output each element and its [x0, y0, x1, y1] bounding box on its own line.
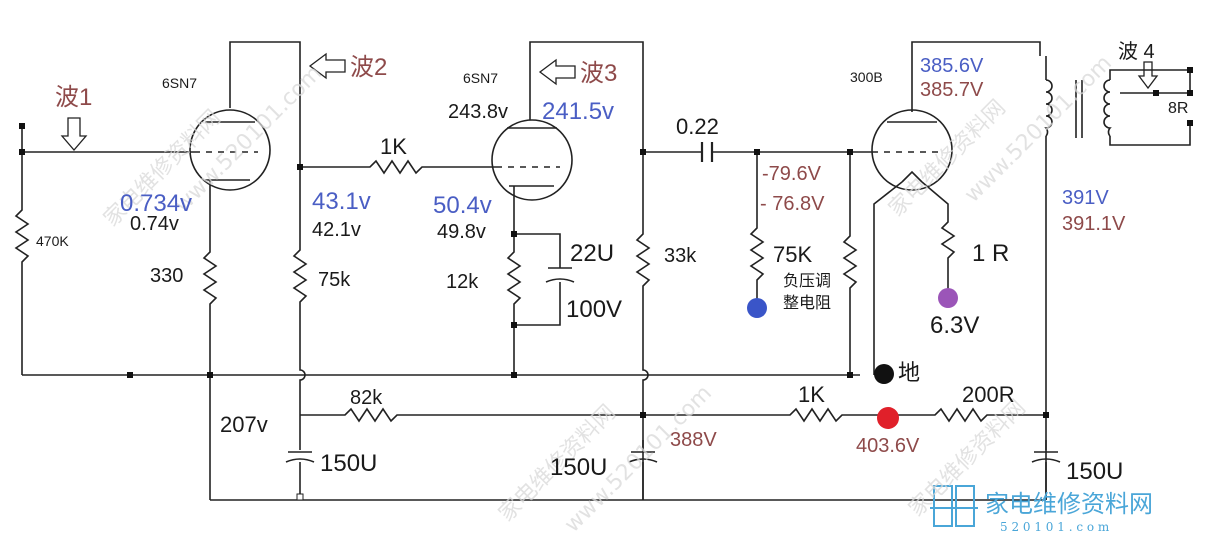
v3-plate-voltage-b: 385.7V — [920, 79, 984, 101]
v1-cathode-voltage-b: 0.74v — [130, 213, 179, 235]
resistor-75k-grid — [749, 152, 765, 304]
cap-22u-wire — [514, 233, 561, 326]
wave4-arrow — [1137, 61, 1159, 90]
tube-6sn7-2 — [491, 119, 573, 201]
resistor-75k-plate1 — [292, 167, 308, 440]
c-k2-voltage-label: 100V — [566, 296, 623, 323]
c-dec1-label: 150U — [320, 450, 378, 477]
cap-150u-1 — [285, 440, 315, 500]
wave3-label: 波3 — [580, 60, 618, 87]
fil-voltage-label: 6.3V — [930, 312, 980, 339]
v1-plate-voltage-a: 43.1v — [312, 188, 371, 215]
v2-plate-wire — [529, 41, 644, 152]
resistor-1k-series — [300, 159, 496, 175]
resistor-470k — [14, 152, 30, 375]
r-dec3-label: 200R — [962, 382, 1015, 407]
grid-voltage-a: -79.6V — [762, 163, 821, 185]
tube-v1-label: 6SN7 — [162, 75, 198, 91]
wave3-arrow — [538, 58, 576, 86]
cap-150u-2 — [628, 440, 658, 500]
v2-plate-voltage-b: 241.5v — [542, 98, 615, 125]
v2-cathode-voltage-b: 49.8v — [437, 221, 486, 243]
c-coupling-label: 0.22 — [676, 114, 719, 139]
decoupling-bus — [300, 407, 1046, 423]
wave2-arrow — [308, 52, 346, 80]
tube-300b — [871, 109, 953, 191]
resistor-33k — [635, 152, 651, 500]
wave2-label: 波2 — [350, 54, 388, 81]
v1-plate-wire — [229, 41, 301, 167]
logo-text: 家电维修资料网 — [985, 490, 1153, 518]
r-in-label: 470K — [36, 233, 69, 249]
cap-0.22 — [700, 142, 714, 162]
filament-left — [873, 181, 903, 375]
c-dec3-label: 150U — [1066, 458, 1124, 485]
tube-6sn7-2-elements — [496, 127, 560, 190]
b3-voltage: 403.6V — [856, 435, 920, 457]
logo-url: 5 2 0 1 0 1 . c o m — [1000, 520, 1110, 534]
r-grid-note-1: 负压调 — [783, 273, 832, 290]
wave1-label: 波1 — [55, 84, 93, 111]
v1-plate-voltage-b: 42.1v — [312, 219, 361, 241]
filament-node-icon — [938, 288, 958, 308]
wave4-label: 波 4 — [1118, 41, 1155, 63]
r-p2-label: 33k — [664, 245, 697, 267]
filament-1r — [921, 181, 956, 294]
v2-plate-voltage-a: 243.8v — [448, 101, 509, 123]
wave1-arrow — [60, 117, 88, 151]
v3-plate-wire — [911, 41, 1041, 112]
grid-voltage-b: - 76.8V — [760, 193, 825, 215]
r-dec2-label: 1K — [798, 382, 825, 407]
tube-300b-elements — [872, 121, 938, 183]
resistor-12k — [506, 190, 522, 375]
b1-voltage: 207v — [220, 412, 268, 437]
r-p1-label: 75k — [318, 269, 351, 291]
tube-6sn7-1-elements — [195, 121, 258, 192]
b2-voltage: 388V — [670, 429, 717, 451]
transformer-secondary — [1103, 79, 1112, 137]
hv-voltage-b: 391.1V — [1062, 213, 1126, 235]
tube-v3-label: 300B — [850, 69, 883, 85]
ground-label: 地 — [898, 360, 921, 385]
c-dec2-label: 150U — [550, 454, 608, 481]
c-k2-value-label: 22U — [570, 240, 615, 267]
cap-150u-3 — [1031, 440, 1061, 500]
v3-plate-voltage-a: 385.6V — [920, 55, 984, 77]
cap-22u — [545, 267, 575, 283]
transformer-primary — [1044, 79, 1053, 137]
hv-voltage-a: 391V — [1062, 187, 1109, 209]
grid-bias-node-icon — [747, 298, 767, 318]
r-k1-label: 330 — [150, 265, 184, 287]
b-plus-node-icon — [877, 407, 899, 429]
transformer-core — [1075, 80, 1083, 138]
logo-icon — [930, 485, 978, 527]
r-dec1-label: 82k — [350, 387, 383, 409]
r-k2-label: 12k — [446, 271, 479, 293]
v2-cathode-voltage-a: 50.4v — [433, 192, 492, 219]
grid-leak — [842, 152, 858, 375]
r-grid-note-2: 整电阻 — [783, 295, 832, 312]
tube-v2-label: 6SN7 — [463, 70, 499, 86]
v1-cathode-resistor-330 — [202, 192, 218, 500]
load-label: 8R — [1168, 100, 1189, 117]
v1-cathode-voltage-a: 0.734v — [120, 190, 193, 217]
r-fil-label: 1 R — [972, 240, 1010, 267]
tube-6sn7-1 — [189, 109, 271, 191]
r-series-label: 1K — [380, 134, 407, 159]
r-grid-label: 75K — [773, 242, 813, 267]
ground-node-icon — [874, 364, 894, 384]
